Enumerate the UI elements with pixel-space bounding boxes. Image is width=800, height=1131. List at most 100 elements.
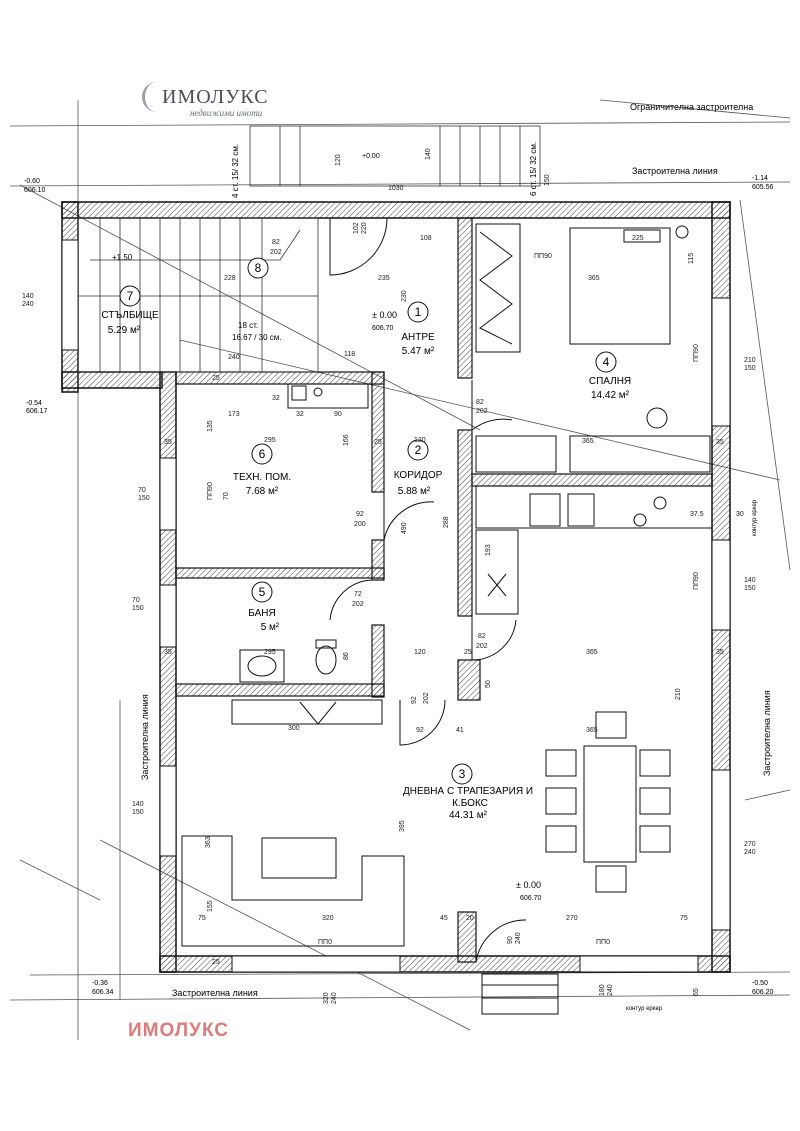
dimension-label: 45 [440, 915, 448, 922]
dimension-label: 240 [228, 354, 240, 361]
dimension-label: 86 [343, 652, 350, 660]
opening-label: ПП0 [318, 939, 332, 946]
elevation-label: 606.70 [372, 325, 394, 332]
entry-steps [249, 125, 541, 187]
build-line-bottom-label: Застроителна линия [172, 988, 258, 998]
dimension-label: 92 [416, 727, 424, 734]
elevation-label: 606.10 [24, 187, 46, 194]
opening-label: ПП90 [693, 572, 700, 590]
dimension-label: 173 [228, 411, 240, 418]
kitchen-furniture [475, 435, 713, 615]
room-name: БАНЯ [248, 608, 275, 619]
logo-text: ИМОЛУКС [162, 86, 269, 108]
room-area: 14.42 м² [591, 390, 630, 401]
dimension-label: 140 [425, 148, 432, 160]
elevation-label: +0.00 [362, 153, 380, 160]
room-name: АНТРЕ [401, 332, 435, 343]
dimension-label: 25 [212, 959, 220, 966]
opening-label: 140 [22, 293, 34, 300]
opening-label: 202 [352, 601, 364, 608]
elevation-label: 606.17 [26, 408, 48, 415]
dimension-label: 90 [334, 411, 342, 418]
dimension-label: 365 [586, 727, 598, 734]
room-number: 4 [603, 355, 610, 369]
room-marker-2 [407, 439, 429, 461]
room-area: 44.31 м² [449, 810, 488, 821]
room-name: К.БОКС [452, 798, 488, 809]
dimension-label: 210 [675, 688, 682, 700]
build-line-top-label: Застроителна линия [632, 166, 718, 176]
opening-label: 90 [507, 936, 514, 944]
room-number: 6 [259, 447, 266, 461]
room-number: 8 [255, 261, 262, 275]
stair-steps-label: 18 ст. [238, 321, 258, 330]
logo-swoosh-icon [142, 82, 171, 112]
dimension-label: 25 [212, 375, 220, 382]
elevation-label: 606.70 [520, 895, 542, 902]
elevation-label: +1.50 [112, 253, 133, 262]
opening-label: 150 [138, 495, 150, 502]
dimension-label: 115 [688, 253, 695, 264]
opening-label: ПП90 [693, 344, 700, 362]
opening-label: ПП90 [534, 253, 552, 260]
build-line-left-label: Застроителна линия [140, 694, 150, 780]
elevation-label: ± 0.00 [372, 310, 397, 320]
dimension-label: 1030 [388, 185, 404, 192]
opening-label: ПП0 [596, 939, 610, 946]
dimension-label: 41 [456, 727, 464, 734]
dimension-label: 35 [716, 439, 724, 446]
opening-label: ПП90 [207, 482, 214, 500]
room-marker-1 [407, 301, 429, 323]
room-number: 3 [459, 767, 466, 781]
opening-label: 70 [138, 487, 146, 494]
room-marker-8 [247, 257, 269, 279]
dimension-label: 395 [399, 820, 406, 832]
opening-label: 240 [607, 984, 614, 996]
build-line-right-label: Застроителна линия [762, 690, 772, 776]
opening-label: 82 [476, 399, 484, 406]
elevation-label: ± 0.00 [516, 880, 541, 890]
dimension-label: 108 [420, 235, 432, 242]
elevation-label: 605.56 [752, 184, 774, 191]
dimension-label: 37.5 [690, 511, 704, 518]
opening-label: 92 [356, 511, 364, 518]
room-marker-6 [251, 443, 273, 465]
limit-line-label: Ограничителна застроителна [630, 102, 753, 112]
terrace-steps [481, 973, 559, 1015]
dimension-label: 295 [264, 649, 276, 656]
dimension-label: 193 [485, 544, 492, 556]
steps-right-label: 6 ст. 15/ 32 см. [529, 142, 538, 196]
dimension-label: 228 [224, 275, 236, 282]
dimension-label: 65 [693, 988, 700, 996]
elevation-label: -0.50 [752, 980, 768, 987]
dimension-label: 30 [736, 511, 744, 518]
room-marker-3 [451, 763, 473, 785]
dimension-label: 288 [443, 516, 450, 528]
dimension-label: 35 [164, 439, 172, 446]
construction-lines [9, 99, 791, 1040]
room-name: ДНЕВНА С ТРАПЕЗАРИЯ И [403, 786, 533, 797]
opening-label: 202 [476, 408, 488, 415]
opening-label: 202 [423, 692, 430, 704]
room-name: КОРИДОР [394, 470, 443, 481]
dimension-label: 363 [205, 836, 212, 848]
tech-room-furniture [287, 383, 369, 409]
dimension-label: 365 [588, 275, 600, 282]
dimension-label: 120 [414, 437, 426, 444]
opening-label: 240 [744, 849, 756, 856]
opening-label: 140 [132, 801, 144, 808]
dimension-label: 20 [466, 915, 474, 922]
opening-label: 82 [478, 633, 486, 640]
dimension-label: 35 [716, 649, 724, 656]
dimension-label: 295 [264, 437, 276, 444]
elevation-label: -0.36 [92, 980, 108, 987]
opening-label: 240 [515, 932, 522, 944]
room-area: 5.88 м² [398, 486, 431, 497]
dimension-label: 235 [378, 275, 390, 282]
dimension-label: 35 [164, 649, 172, 656]
staircase [77, 217, 319, 373]
elevation-label: -1.14 [752, 175, 768, 182]
dimension-label: 320 [322, 915, 334, 922]
opening-label: 72 [354, 591, 362, 598]
